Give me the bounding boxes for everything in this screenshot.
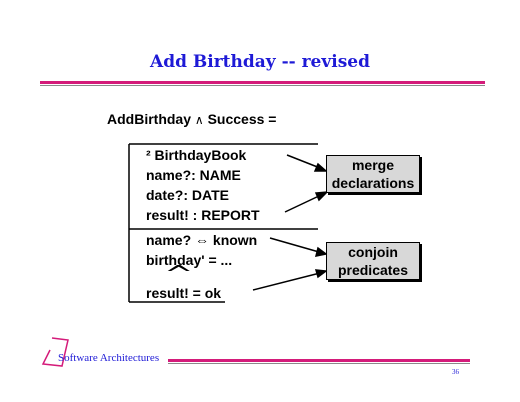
footer-logo-icon <box>41 337 69 367</box>
arrow-1-head <box>313 162 328 172</box>
schema-name: AddBirthday <box>107 111 191 127</box>
title-rule-shadow <box>40 85 485 86</box>
page-number: 36 <box>452 368 459 376</box>
arrow-2 <box>284 194 322 213</box>
merge-declarations-box: merge declarations <box>326 155 420 193</box>
decl-date: date?: DATE <box>146 187 229 203</box>
arrow-4 <box>252 272 321 291</box>
title-rule <box>40 81 485 84</box>
conjoin-label-line1: conjoin <box>348 244 398 260</box>
decl-include: ² BirthdayBook <box>146 147 247 163</box>
pred-result: result! = ok <box>146 285 222 301</box>
schema-header: AddBirthday ∧ Success = <box>107 111 276 127</box>
merge-label-line2: declarations <box>331 175 415 191</box>
arrow-2-head <box>314 191 329 202</box>
arrow-3-head <box>314 246 328 257</box>
footer-rule-shadow <box>168 363 470 364</box>
arrows <box>252 154 329 291</box>
slide-title: Add Birthday -- revised <box>150 52 370 72</box>
hat-icon: ^ <box>164 262 194 287</box>
merge-label-line1: merge <box>351 157 395 173</box>
arrow-4-head <box>314 269 328 279</box>
arrow-1 <box>286 154 321 169</box>
conjunction-icon: ∧ <box>194 113 204 127</box>
decl-result: result! : REPORT <box>146 207 260 223</box>
footer-logo-path <box>41 337 69 367</box>
conjoin-predicates-box: conjoin predicates <box>326 242 420 280</box>
pred-birthday: birthday' = ... <box>146 252 233 268</box>
schema-success: Success = <box>207 111 277 127</box>
arrow-3 <box>269 237 320 253</box>
conjoin-label-line2: predicates <box>337 262 409 278</box>
pred-known: name? ⇔ known <box>146 232 258 248</box>
decl-name: name?: NAME <box>146 167 241 183</box>
footer-rule <box>168 359 470 362</box>
footer-text: Software Architectures <box>58 352 160 364</box>
